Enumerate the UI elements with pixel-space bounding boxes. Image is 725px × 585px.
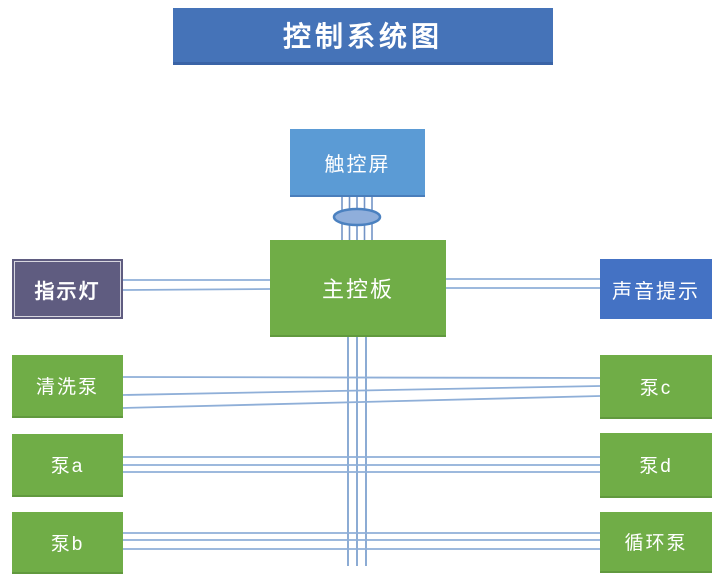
node-touchscreen: 触控屏 <box>290 129 425 197</box>
wire-washpump-pumpc <box>122 376 601 409</box>
node-pump-b: 泵b <box>12 512 123 574</box>
node-mainboard: 主控板 <box>270 240 446 337</box>
node-cycle-pump: 循环泵 <box>600 512 712 573</box>
diagram-title: 控制系统图 <box>173 8 553 65</box>
node-pump-c: 泵c <box>600 355 712 419</box>
wire-indicator-mainboard <box>122 279 271 291</box>
node-indicator-light: 指示灯 <box>12 259 128 326</box>
wire-pumpa-pumpd <box>123 456 600 473</box>
node-sound-alert: 声音提示 <box>600 259 712 319</box>
wire-mainboard-bus <box>347 335 367 566</box>
cable-connector <box>332 207 382 227</box>
node-wash-pump: 清洗泵 <box>12 355 123 418</box>
wire-pumpb-cyclepump <box>123 532 600 550</box>
node-pump-d: 泵d <box>600 433 712 498</box>
wire-mainboard-sound <box>446 278 600 289</box>
node-pump-a: 泵a <box>12 434 123 497</box>
